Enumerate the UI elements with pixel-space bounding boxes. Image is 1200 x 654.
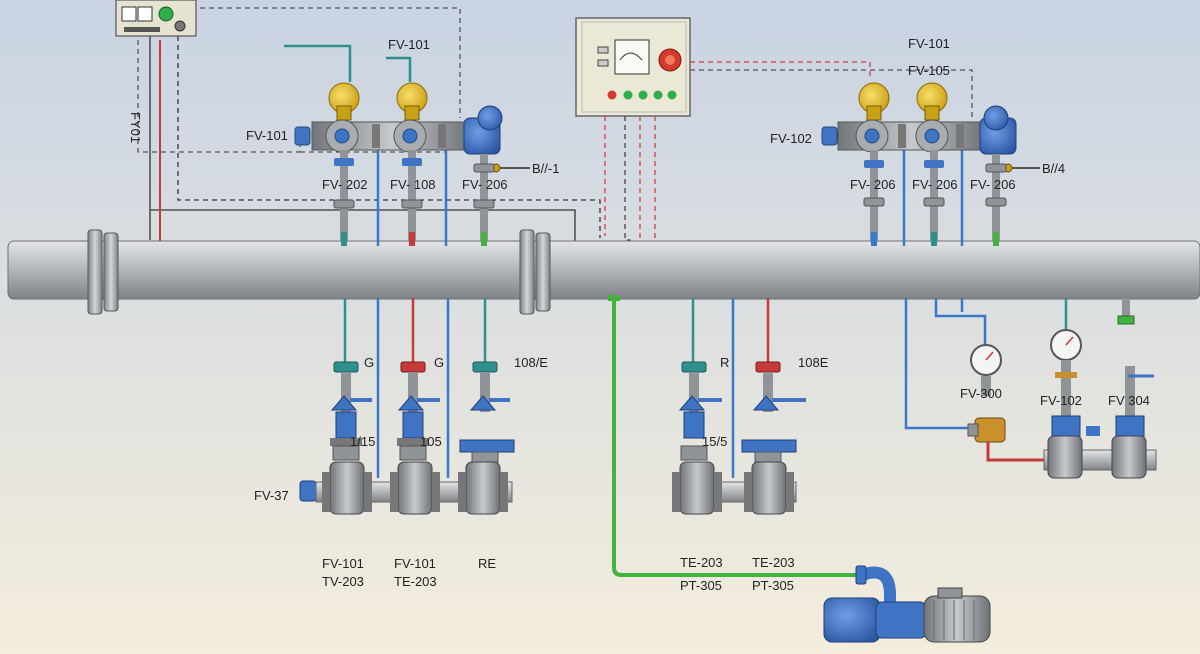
upper-left-stems (333, 150, 495, 246)
lower-left-valve-stack-3 (459, 361, 515, 463)
lower-mid-valve-stack-2 (741, 361, 806, 463)
label-lower-105: 105 (420, 434, 442, 449)
label-lower-g1: G (364, 355, 374, 370)
yellow-actuator-right-1 (858, 82, 890, 121)
label-bottom-te203: TE-203 (394, 574, 437, 589)
label-fv-102-low: FV-102 (1040, 393, 1082, 408)
label-top-right-fv105: FV-105 (908, 63, 950, 78)
label-bottom-re: RE (478, 556, 496, 571)
yellow-actuator-left-1 (328, 82, 360, 121)
left-control-box (115, 0, 197, 37)
blue-actuator-left (463, 105, 530, 173)
label-lower-108e-2: 108E (798, 355, 829, 370)
green-pump-line (608, 295, 862, 577)
right-drain-fitting (1117, 298, 1135, 325)
lower-left-gate-valve-row (299, 461, 513, 515)
label-top-right-fv101: FV-101 (908, 36, 950, 51)
label-right-b-tag: B//4 (1042, 161, 1065, 176)
label-bottom-fv101-b: FV-101 (394, 556, 436, 571)
label-right-stem-2: FV- 206 (912, 177, 958, 192)
pressure-gauge-icon (967, 344, 1006, 443)
label-lower-108e: 108/E (514, 355, 548, 370)
lower-left-tubing (343, 298, 487, 478)
label-pump-pt305-b: PT-305 (752, 578, 794, 593)
left-panel-vertical-label: FY01 (128, 112, 143, 143)
lower-mid-valve-stack-1 (678, 361, 722, 461)
label-right-fv102: FV-102 (770, 131, 812, 146)
label-fv-304: FV 304 (1108, 393, 1150, 408)
upper-right-stems (863, 150, 1007, 246)
label-lower-r: R (720, 355, 729, 370)
label-right-stem-3: FV- 206 (970, 177, 1016, 192)
upper-right-valve-row (821, 119, 987, 153)
label-left-stem-3: FV- 206 (462, 177, 508, 192)
label-bottom-fv101-a: FV-101 (322, 556, 364, 571)
label-left-b-tag: B//-1 (532, 161, 559, 176)
label-bottom-tv203: TV-203 (322, 574, 364, 589)
yellow-actuator-left-2 (396, 82, 428, 121)
label-top-left-fv101: FV-101 (388, 37, 430, 52)
yellow-actuator-right-2 (916, 82, 948, 121)
lower-mid-tubing (691, 298, 770, 478)
pressure-gauge-icon-2 (1050, 329, 1082, 439)
label-left-stem-2: FV- 108 (390, 177, 436, 192)
upper-left-valve-row (294, 119, 473, 153)
lower-mid-gate-valve-row (672, 461, 797, 515)
label-right-stem-1: FV- 206 (850, 177, 896, 192)
label-fv-300: FV-300 (960, 386, 1002, 401)
lower-left-valve-stack-2 (397, 361, 440, 461)
label-pump-te203-b: TE-203 (752, 555, 795, 570)
label-lower-g2: G (434, 355, 444, 370)
pump-motor-icon (823, 565, 991, 643)
label-left-stem-1: FV- 202 (322, 177, 368, 192)
lower-left-valve-stack-1 (330, 361, 372, 461)
right-lower-gate-row (1043, 426, 1157, 479)
signal-lines-left (137, 7, 601, 242)
label-pump-pt305-a: PT-305 (680, 578, 722, 593)
label-lower-1-15: 1/15 (350, 434, 375, 449)
blue-actuator-right (979, 105, 1040, 173)
main-header-pipe (7, 229, 1200, 315)
label-pump-te203-a: TE-203 (680, 555, 723, 570)
label-fv-37: FV-37 (254, 488, 289, 503)
right-lower-valve-2 (1115, 366, 1154, 439)
control-panel-icon (575, 17, 691, 117)
label-lower-15-5: 15/5 (702, 434, 727, 449)
label-left-fv101: FV-101 (246, 128, 288, 143)
